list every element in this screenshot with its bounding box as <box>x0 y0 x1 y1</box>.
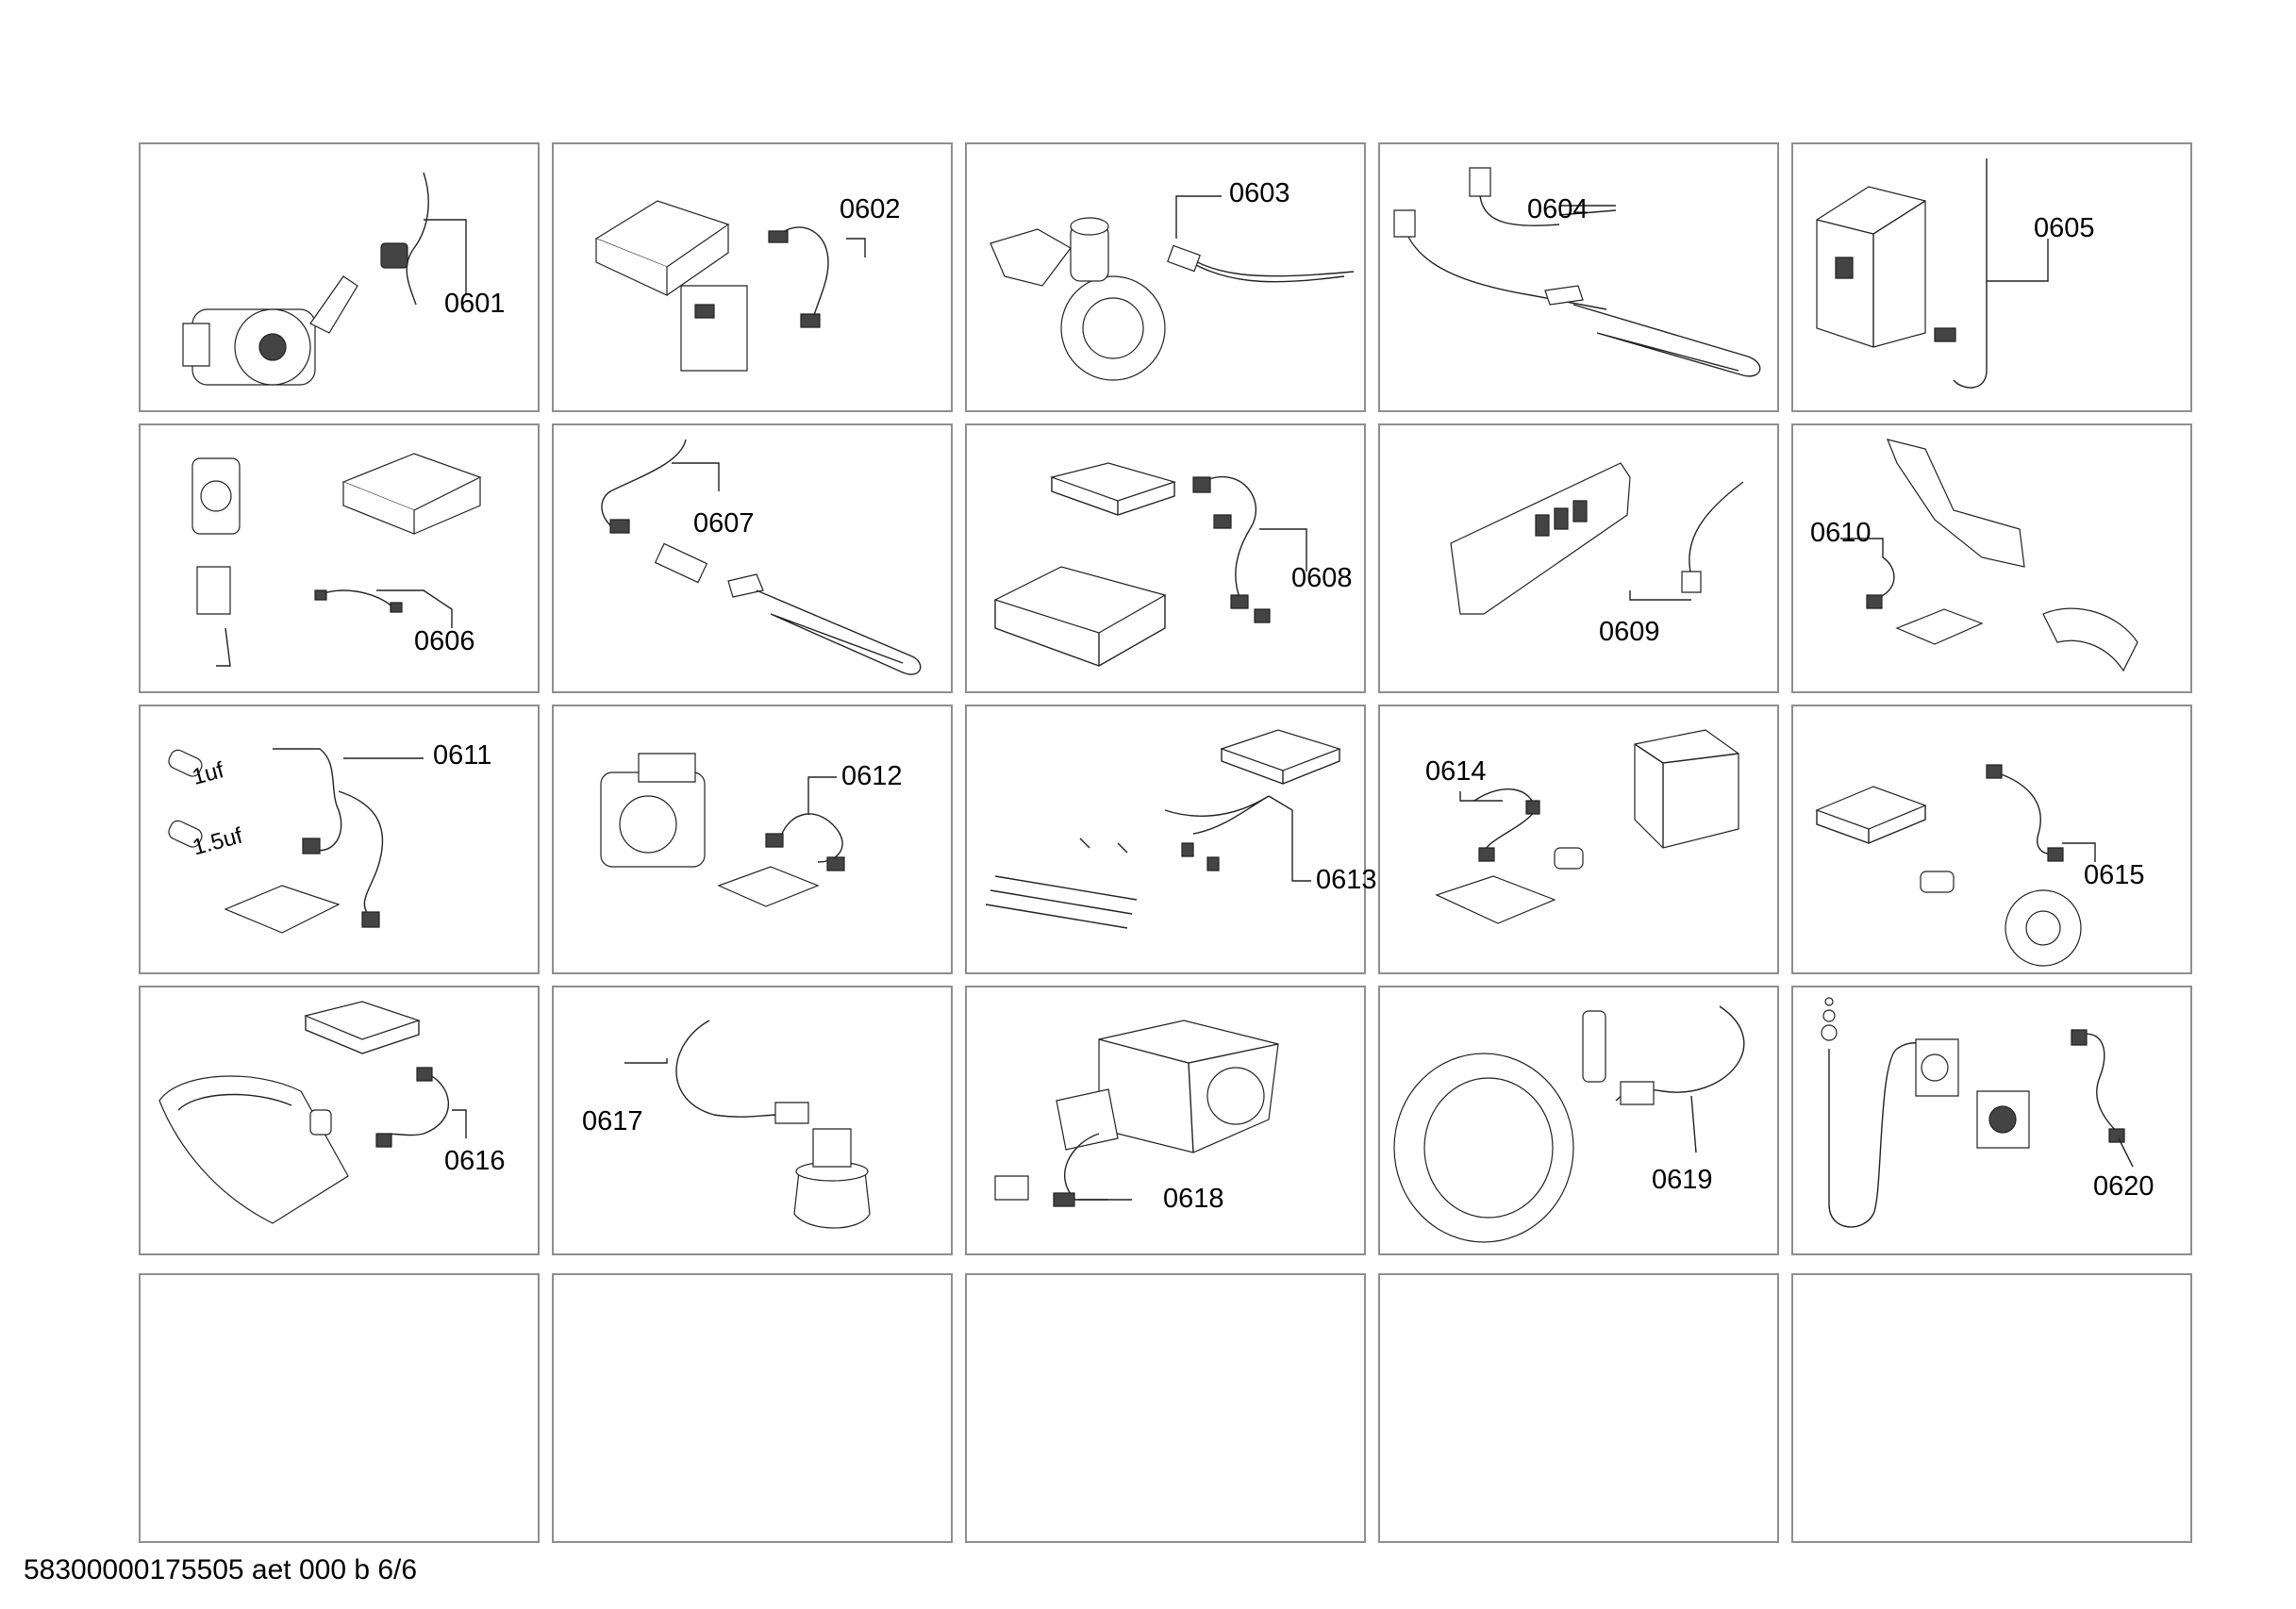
part-label-0617: 0617 <box>582 1106 643 1136</box>
panel-0619: 0619 <box>1378 986 1779 1255</box>
pump-and-wiring-drawing <box>554 706 955 976</box>
part-label-0606: 0606 <box>414 626 475 656</box>
empty-panel <box>139 1273 540 1543</box>
panel-0611: 1uf 1.5uf 0611 <box>139 705 540 974</box>
panel-0603: 0603 <box>965 142 1366 412</box>
part-label-0613: 0613 <box>1316 865 1377 895</box>
panel-0605: 0605 <box>1791 142 2192 412</box>
empty-panel <box>552 1273 953 1543</box>
tub-and-harness-drawing <box>141 987 541 1257</box>
part-label-0615: 0615 <box>2084 860 2145 890</box>
motor-drawing <box>141 144 541 414</box>
inlet-hose-and-valves-drawing <box>1793 987 2194 1257</box>
panel-0613: 0613 <box>965 705 1377 976</box>
part-label-0612: 0612 <box>841 761 903 791</box>
heater-and-harness-drawing <box>967 706 1368 976</box>
duct-and-board-drawing <box>1793 425 2194 695</box>
panel-0604: 0604 <box>1378 142 1779 412</box>
panel-0608: 0608 <box>965 423 1366 693</box>
valve-and-module-drawing <box>141 425 541 695</box>
panel-0616: 0616 <box>139 986 540 1255</box>
parts-grid: 0601 0602 0603 060 <box>139 142 2192 1543</box>
door-seal-drawing <box>1380 987 1781 1257</box>
part-label-0616: 0616 <box>444 1146 506 1176</box>
pressure-switch-drawing <box>554 987 955 1257</box>
control-boards-drawing <box>967 425 1368 695</box>
document-footer-id: 58300000175505 aet 000 b 6/6 <box>24 1554 418 1585</box>
board-and-cable-drawing <box>1380 425 1781 695</box>
motor-assembly-drawing <box>967 987 1368 1257</box>
empty-panel <box>1378 1273 1779 1543</box>
panel-0602: 0602 <box>552 142 953 412</box>
empty-panel <box>965 1273 1366 1543</box>
part-label-0607: 0607 <box>693 508 755 539</box>
empty-panel <box>1791 1273 2192 1543</box>
panel-0607: 0607 <box>552 423 953 693</box>
module-housing-drawing <box>1793 144 2194 414</box>
panel-0615: 0615 <box>1791 705 2192 974</box>
part-label-0608: 0608 <box>1291 563 1353 593</box>
panel-0612: 0612 <box>552 705 953 974</box>
part-label-0620: 0620 <box>2093 1171 2155 1202</box>
heater-sensor-drawing <box>554 425 955 695</box>
panel-0606: 0606 <box>139 423 540 693</box>
part-label-0603: 0603 <box>1229 178 1290 208</box>
part-label-0614: 0614 <box>1425 756 1487 787</box>
drain-pump-drawing <box>967 144 1368 414</box>
panel-0618: 0618 <box>965 986 1366 1255</box>
part-label-0604: 0604 <box>1527 194 1589 224</box>
part-label-0609: 0609 <box>1599 617 1660 647</box>
part-label-0611: 0611 <box>433 740 492 771</box>
part-label-0618: 0618 <box>1163 1184 1224 1214</box>
part-label-0601: 0601 <box>444 289 506 319</box>
panel-0609: 0609 <box>1378 423 1779 693</box>
panel-0614: 0614 <box>1378 705 1779 974</box>
control-module-drawing <box>554 144 955 414</box>
capacitors-and-wiring-drawing <box>141 706 541 976</box>
panel-0610: 0610 <box>1791 423 2192 693</box>
panel-0601: 0601 <box>139 142 540 412</box>
part-label-0605: 0605 <box>2034 213 2095 243</box>
drawer-and-board-drawing <box>1380 706 1781 976</box>
heater-drawing <box>1380 144 1781 414</box>
part-label-0602: 0602 <box>840 194 901 224</box>
part-label-0619: 0619 <box>1652 1165 1713 1195</box>
panel-0617: 0617 <box>552 986 953 1255</box>
board-and-motor-drawing <box>1793 706 2194 976</box>
part-label-0610: 0610 <box>1810 518 1872 548</box>
panel-0620: 0620 <box>1791 986 2192 1255</box>
